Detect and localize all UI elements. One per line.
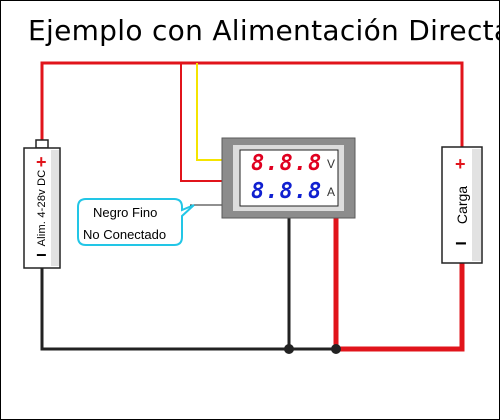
black-wire-return [40, 268, 336, 351]
current-digits: 8.8.8 [251, 179, 323, 204]
callout-bubble [77, 198, 195, 246]
diagram-title: Ejemplo con Alimentación Directa [28, 14, 500, 47]
load-plus-sign: + [455, 154, 466, 174]
red-wire-thick-to-load [333, 218, 465, 352]
load-label: Carga [454, 185, 470, 225]
battery-terminal [35, 139, 49, 149]
red-wire-thin-to-meter [180, 63, 230, 182]
load-minus-sign: − [455, 233, 467, 255]
junction-dot [331, 344, 341, 354]
current-unit: A [327, 185, 336, 199]
battery-minus-sign: − [36, 245, 47, 265]
load-shading [472, 149, 481, 261]
red-wire-top-rail [40, 61, 464, 147]
callout-line-1: Negro Fino [93, 205, 158, 220]
yellow-wire [196, 63, 230, 161]
voltage-unit: V [327, 157, 336, 171]
junction-dot [284, 344, 294, 354]
callout-line-2: No Conectado [83, 227, 167, 242]
battery-label: Alim. 4-28v DC [36, 169, 48, 247]
battery-plus-sign: + [36, 152, 47, 172]
voltage-digits: 8.8.8 [251, 151, 323, 176]
meter-display [239, 149, 339, 207]
battery-shading [51, 150, 59, 266]
